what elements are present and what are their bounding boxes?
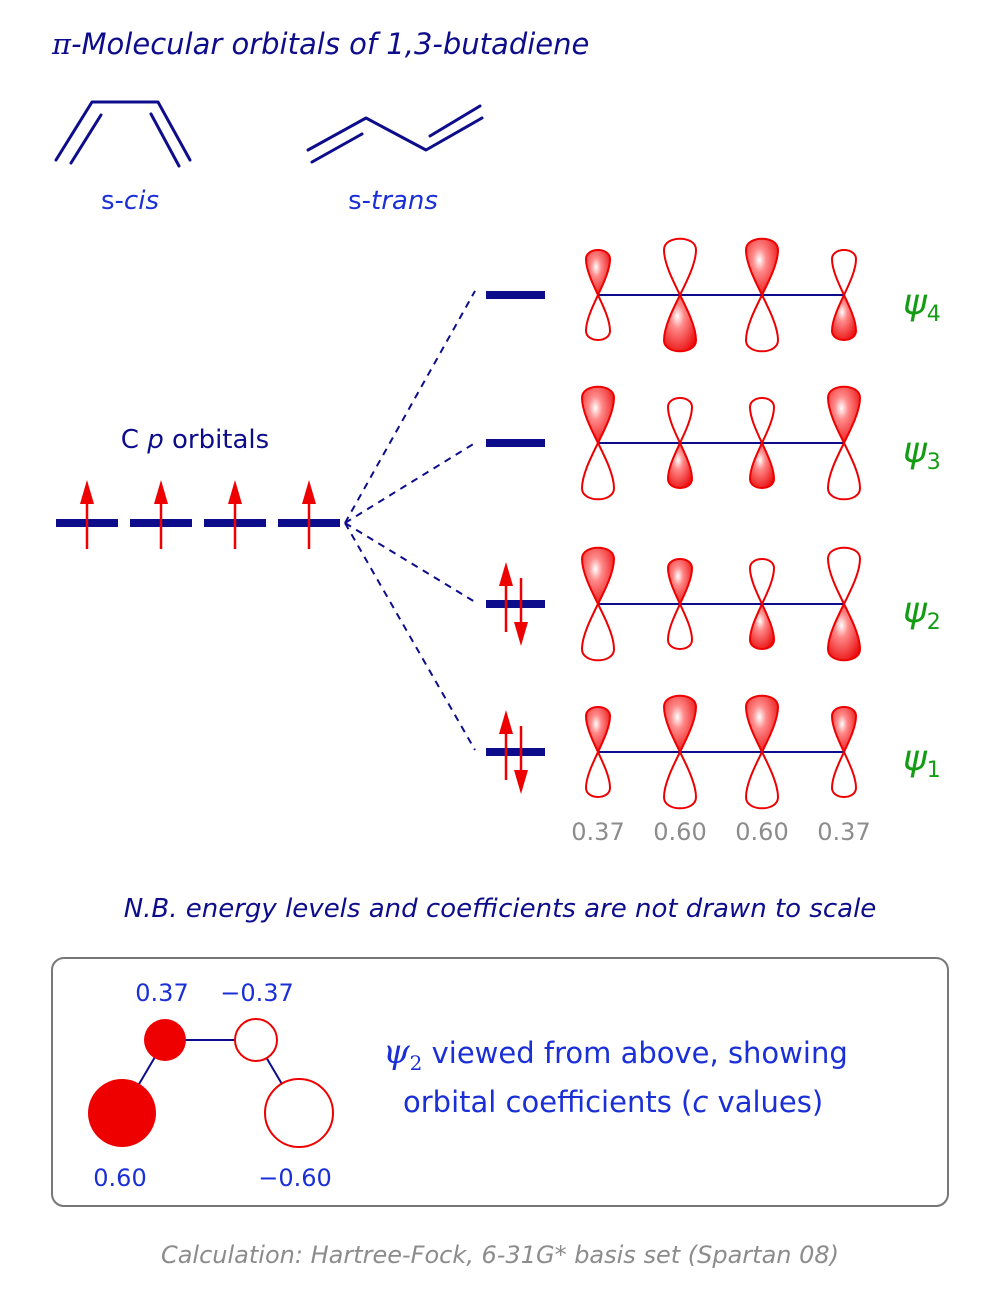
footer-calculation-note: Calculation: Hartree-Fock, 6-31G* basis … [161, 1241, 839, 1269]
p-lobe-empty [580, 440, 616, 501]
p-lobe-filled [584, 249, 612, 298]
coefficient-label: 0.37 [817, 818, 870, 846]
p-lobe-filled [744, 237, 780, 298]
coefficient-circle-positive [144, 1019, 186, 1061]
inset-label: −0.37 [220, 979, 294, 1007]
p-lobe-empty [584, 749, 612, 798]
p-lobe-filled [830, 292, 858, 341]
p-lobe-filled [666, 440, 694, 489]
p-lobe-empty [744, 749, 780, 810]
inset-label: 0.60 [93, 1164, 146, 1192]
s-trans-label: s-trans [348, 186, 438, 216]
p-lobe-filled [580, 546, 616, 607]
mo-picture-psi1 [584, 694, 858, 810]
up-arrow-icon [80, 480, 94, 549]
mo-orbital-pictures [580, 237, 862, 810]
page-title: π-Molecular orbitals of 1,3-butadiene [51, 27, 589, 61]
inset-description-line2: orbital coefficients (c values) [403, 1085, 823, 1119]
p-lobe-filled [580, 385, 616, 446]
inset-description-line1: ψ2 viewed from above, showing [383, 1032, 848, 1075]
correlation-lines [344, 290, 476, 751]
p-lobe-empty [830, 749, 858, 798]
p-lobe-filled [748, 440, 776, 489]
mo-label-psi1: ψ1 [903, 738, 941, 783]
p-lobe-empty [826, 440, 862, 501]
coefficient-label: 0.60 [735, 818, 788, 846]
coefficient-label: 0.60 [653, 818, 706, 846]
down-arrow-icon [514, 578, 528, 646]
mo-label-psi3: ψ3 [903, 430, 941, 475]
psi2-top-view [88, 1018, 334, 1148]
p-lobe-empty [744, 292, 780, 353]
scale-note: N.B. energy levels and coefficients are … [124, 894, 877, 924]
up-arrow-icon [302, 480, 316, 549]
up-arrow-icon [154, 480, 168, 549]
p-lobe-filled [666, 558, 694, 607]
p-lobe-empty [662, 749, 698, 810]
p-electrons [80, 480, 316, 549]
p-orbitals-label: C p orbitals [121, 425, 269, 455]
coefficient-circle-negative [264, 1078, 334, 1148]
p-lobe-filled [830, 706, 858, 755]
up-arrow-icon [228, 480, 242, 549]
up-arrow-icon [499, 710, 513, 780]
p-lobe-filled [662, 292, 698, 353]
s-trans-structure [306, 104, 484, 164]
mo-picture-psi3 [580, 385, 862, 501]
p-lobe-empty [826, 546, 862, 607]
p-lobe-filled [826, 601, 862, 662]
mo-picture-psi4 [584, 237, 858, 353]
coefficient-labels: 0.37 0.60 0.60 0.37 [571, 818, 870, 846]
p-lobe-empty [662, 237, 698, 298]
inset-box [51, 957, 949, 1207]
mo-levels [486, 291, 545, 756]
p-lobe-empty [748, 558, 776, 607]
up-arrow-icon [499, 562, 513, 632]
p-lobe-filled [584, 706, 612, 755]
down-arrow-icon [514, 726, 528, 794]
mo-labels: ψ4 ψ3 ψ2 ψ1 [903, 282, 941, 783]
title-text: -Molecular orbitals of 1,3-butadiene [71, 27, 589, 61]
inset-coefficient-labels: 0.37 −0.37 0.60 −0.60 [93, 979, 331, 1192]
title-pi: π [51, 27, 72, 61]
s-cis-label: s-cis [101, 186, 159, 216]
p-lobe-filled [748, 601, 776, 650]
coefficient-label: 0.37 [571, 818, 624, 846]
inset-label: −0.60 [258, 1164, 332, 1192]
p-lobe-empty [584, 292, 612, 341]
p-lobe-empty [666, 601, 694, 650]
mo-picture-psi2 [580, 546, 862, 662]
p-lobe-empty [666, 397, 694, 446]
p-lobe-empty [830, 249, 858, 298]
p-lobe-filled [826, 385, 862, 446]
coefficient-circle-positive [88, 1079, 156, 1147]
mo-label-psi4: ψ4 [903, 282, 941, 327]
mo-label-psi2: ψ2 [903, 590, 941, 635]
coefficient-circle-negative [234, 1018, 278, 1062]
p-lobe-filled [662, 694, 698, 755]
inset-label: 0.37 [135, 979, 188, 1007]
p-lobe-empty [580, 601, 616, 662]
s-cis-structure [54, 100, 192, 168]
mo-electrons [499, 562, 528, 794]
p-lobe-filled [744, 694, 780, 755]
p-lobe-empty [748, 397, 776, 446]
